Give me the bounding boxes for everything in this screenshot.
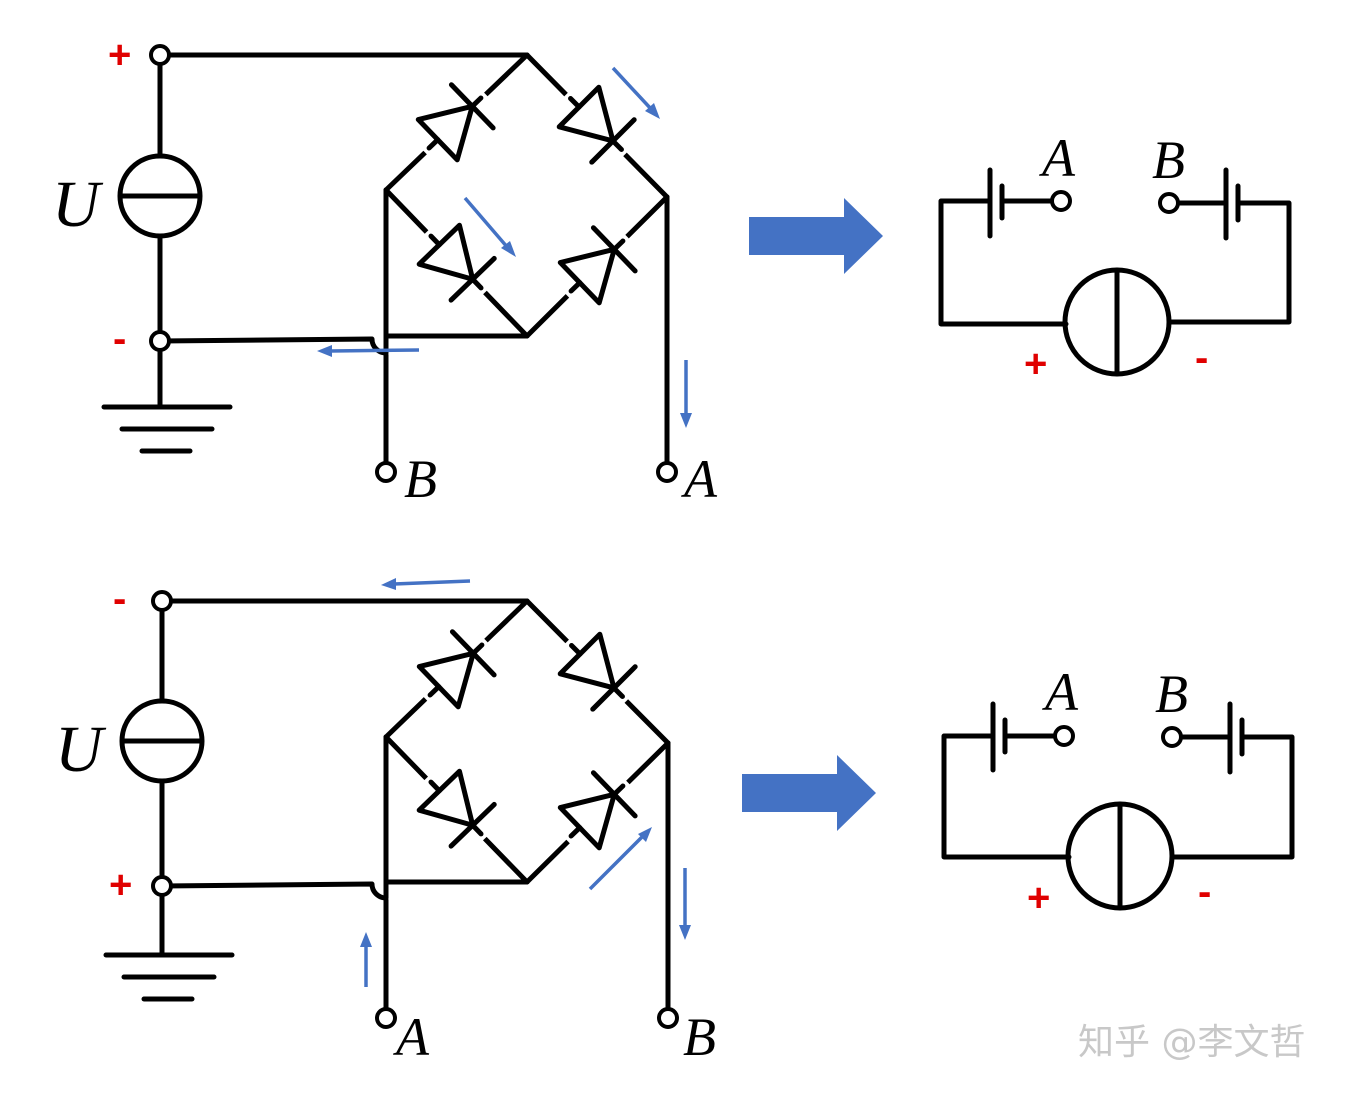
diode-icon	[402, 616, 510, 724]
ground-icon	[101, 404, 233, 454]
equiv-right-wire	[1166, 167, 1292, 325]
equiv-terminal-b	[1158, 192, 1180, 214]
current-source-icon	[1065, 801, 1175, 911]
watermark: 知乎 @李文哲	[1078, 1022, 1305, 1063]
current-arrow	[680, 360, 692, 428]
equiv-terminal-a	[1053, 725, 1075, 747]
current-arrow	[360, 932, 372, 987]
equiv-minus-sign: -	[1195, 336, 1208, 380]
equiv-terminal-a	[1050, 190, 1072, 212]
right-arrow-icon	[749, 198, 883, 274]
current-arrow	[611, 66, 660, 119]
plus-terminal	[149, 44, 171, 66]
bottom-bridge-circuit: - + U A B	[55, 577, 716, 1067]
diode-icon	[543, 212, 651, 320]
equiv-minus-sign: -	[1198, 870, 1211, 914]
equiv-label-b: B	[1152, 130, 1185, 190]
terminal-left-label: B	[404, 449, 437, 509]
equiv-right-wire	[1169, 701, 1295, 860]
terminal-right-label: A	[681, 449, 718, 509]
current-arrow	[381, 578, 471, 590]
source-label: U	[52, 168, 104, 241]
current-arrow	[463, 196, 516, 257]
diode-icon	[402, 754, 510, 862]
terminal-left-label: A	[393, 1007, 430, 1067]
minus-sign: -	[113, 317, 126, 361]
diode-icon	[543, 757, 651, 865]
terminal-right-label: B	[683, 1007, 716, 1067]
bottom-equivalent-circuit: A B + -	[941, 662, 1295, 920]
top-equivalent-circuit: A B + -	[938, 128, 1292, 386]
current-arrow	[588, 827, 652, 891]
terminal-b	[375, 461, 397, 483]
equiv-plus-sign: +	[1024, 342, 1047, 386]
diode-icon	[542, 70, 650, 178]
equiv-label-a: A	[1039, 128, 1076, 188]
current-arrow	[317, 345, 420, 357]
equiv-label-a: A	[1042, 662, 1079, 722]
current-source-icon	[117, 153, 203, 239]
diode-icon	[543, 617, 651, 725]
top-bridge-circuit: + - U B A	[52, 33, 718, 509]
minus-terminal	[149, 330, 171, 352]
diode-icon	[401, 69, 509, 177]
bottom-rail	[159, 879, 530, 901]
minus-terminal	[151, 590, 173, 612]
diode-icon	[402, 208, 510, 316]
current-source-icon	[119, 698, 205, 784]
plus-sign: +	[108, 33, 131, 77]
current-source-icon	[1062, 267, 1172, 377]
minus-sign: -	[113, 577, 126, 621]
plus-terminal	[151, 875, 173, 897]
ground-icon	[103, 952, 235, 1002]
terminal-b	[657, 1007, 679, 1029]
equiv-label-b: B	[1155, 664, 1188, 724]
equiv-terminal-b	[1161, 726, 1183, 748]
source-label: U	[55, 713, 107, 786]
terminal-a	[375, 1007, 397, 1029]
equiv-plus-sign: +	[1027, 876, 1050, 920]
plus-sign: +	[109, 863, 132, 907]
current-arrow	[679, 868, 691, 940]
right-arrow-icon	[742, 755, 876, 831]
terminal-a	[656, 461, 678, 483]
